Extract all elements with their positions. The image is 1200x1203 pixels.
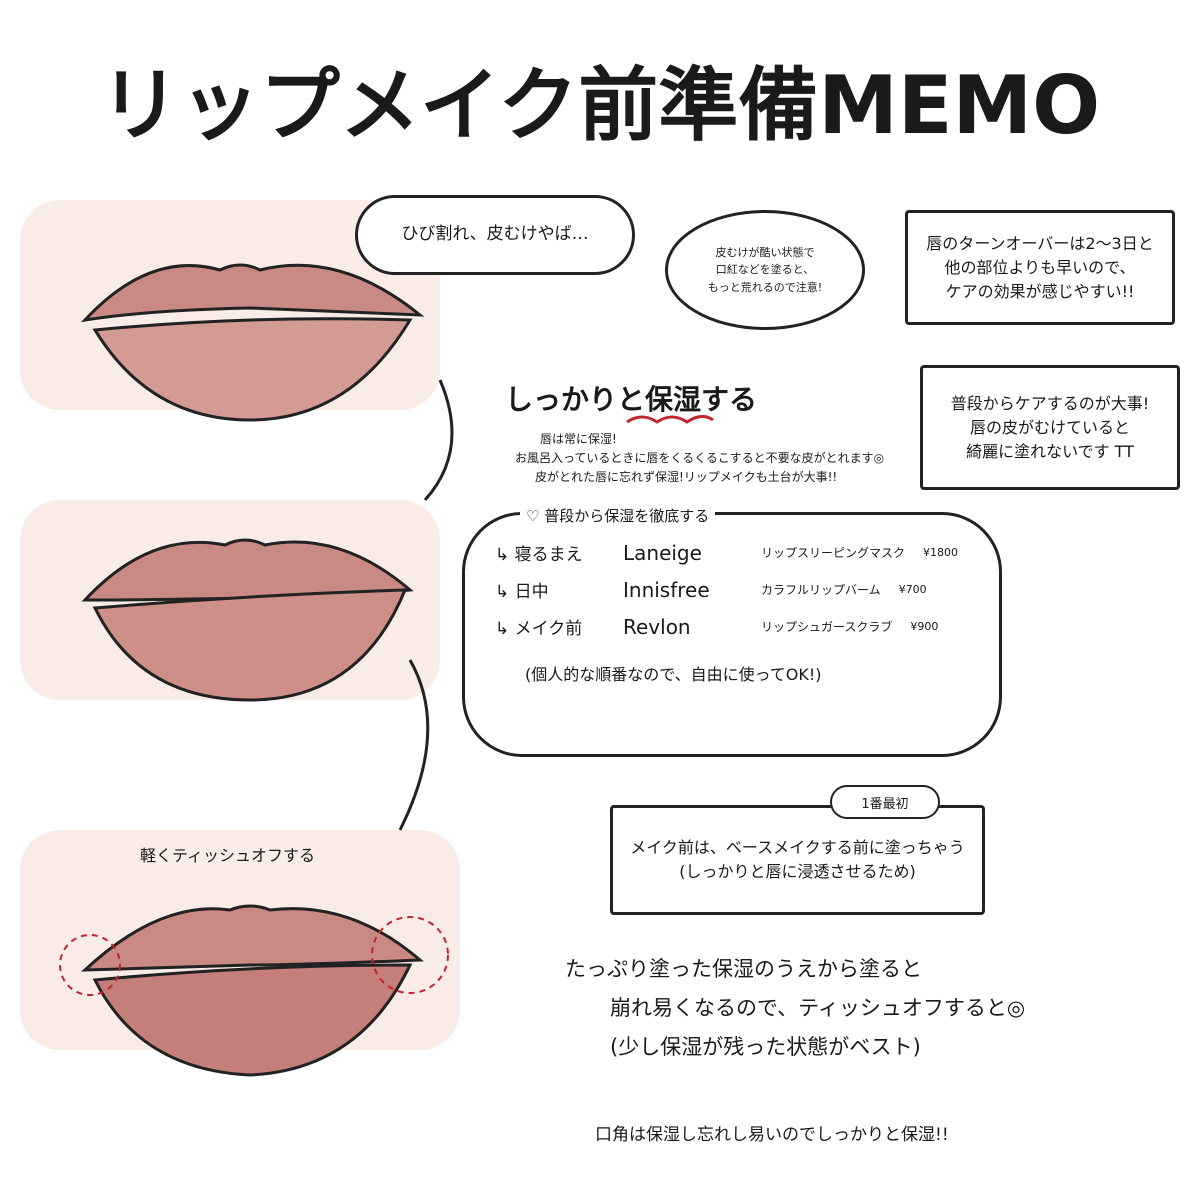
corner-note: 口角は保湿し忘れし易いのでしっかりと保湿!! (595, 1125, 949, 1145)
note-box-daily-care: 普段からケアするのが大事! 唇の皮がむけていると 綺麗に塗れないです TT (920, 365, 1180, 490)
wavy-underline (626, 415, 714, 424)
tissue-label: 軽くティッシュオフする (140, 846, 316, 865)
text-line: 皮むけが酷い状態で (715, 245, 815, 259)
routine-product: リップスリーピングマスク (761, 546, 906, 560)
text-line: もっと荒れるので注意! (707, 280, 823, 294)
section-body: 唇は常に保湿! お風呂入っているときに唇をくるくるこすると不要な皮がとれます◎ … (515, 430, 884, 488)
text-line: 綺麗に塗れないです TT (966, 441, 1134, 461)
section-heading: しっかりと保湿する (505, 383, 758, 416)
routine-brand: Revlon (623, 614, 691, 639)
text-line: (少し保湿が残った状態がベスト) (610, 1034, 921, 1059)
routine-timing: ↳ メイク前 (495, 619, 583, 639)
routine-heading: ♡ 普段から保湿を徹底する (520, 505, 716, 526)
routine-price: ¥700 (898, 583, 927, 596)
text-line: (しっかりと唇に浸透させるため) (679, 862, 916, 881)
routine-price: ¥1800 (923, 546, 959, 559)
note-box-first: メイク前は、ベースメイクする前に塗っちゃう (しっかりと唇に浸透させるため) (610, 805, 985, 915)
lips-tissue-off (20, 830, 460, 1077)
routine-cloud: ♡ 普段から保湿を徹底する ↳ 寝るまえ Laneige リップスリーピングマス… (462, 505, 1002, 757)
speech-bubble-crack: ひび割れ、皮むけやば… (355, 195, 635, 275)
lips-dry (20, 200, 440, 422)
routine-product: リップシュガースクラブ (761, 620, 893, 634)
routine-price: ¥900 (910, 620, 939, 633)
routine-item: ↳ 日中 Innisfree カラフルリップバーム ¥700 (495, 577, 999, 603)
routine-item: ↳ メイク前 Revlon リップシュガースクラブ ¥900 (495, 614, 999, 640)
text-line: 崩れ易くなるので、ティッシュオフすると◎ (610, 995, 1026, 1020)
routine-note: (個人的な順番なので、自由に使ってOK!) (525, 665, 822, 684)
routine-item: ↳ 寝るまえ Laneige リップスリーピングマスク ¥1800 (495, 540, 999, 566)
text-line: メイク前は、ベースメイクする前に塗っちゃう (630, 838, 965, 857)
lips-moisturized (20, 500, 440, 702)
text-line: たっぷり塗った保湿のうえから塗ると (565, 957, 922, 981)
routine-brand: Laneige (623, 540, 702, 565)
routine-brand: Innisfree (623, 577, 710, 602)
page-title: リップメイク前準備MEMO (99, 59, 1101, 152)
text-line: 皮がとれた唇に忘れず保湿!リップメイクも土台が大事!! (535, 470, 838, 485)
routine-product: カラフルリップバーム (761, 583, 881, 597)
routine-timing: ↳ 日中 (495, 582, 549, 602)
note-box-turnover: 唇のターンオーバーは2〜3日と 他の部位よりも早いので、 ケアの効果が感じやすい… (905, 210, 1175, 325)
routine-timing: ↳ 寝るまえ (495, 545, 583, 565)
text-line: 他の部位よりも早いので、 (944, 257, 1136, 277)
text-line: 唇の皮がむけていると (969, 417, 1130, 437)
text-line: お風呂入っているときに唇をくるくるこすると不要な皮がとれます◎ (515, 451, 885, 466)
text-line: 唇は常に保湿! (540, 432, 617, 446)
arrow-down-icon (398, 659, 430, 831)
text-line: 唇のターンオーバーは2〜3日と (926, 233, 1154, 253)
bottom-note: たっぷり塗った保湿のうえから塗ると 崩れ易くなるので、ティッシュオフすると◎ (… (565, 950, 1025, 1067)
speech-bubble-warning: 皮むけが酷い状態で 口紅などを塗ると、 もっと荒れるので注意! (665, 210, 865, 330)
text-line: 口紅などを塗ると、 (715, 263, 815, 277)
first-tag: 1番最初 (830, 785, 940, 819)
text-line: 普段からケアするのが大事! (950, 393, 1150, 413)
arrow-down-icon (423, 379, 454, 502)
text-line: ケアの効果が感じやすい!! (945, 281, 1135, 301)
lips-illustration (20, 200, 460, 1077)
